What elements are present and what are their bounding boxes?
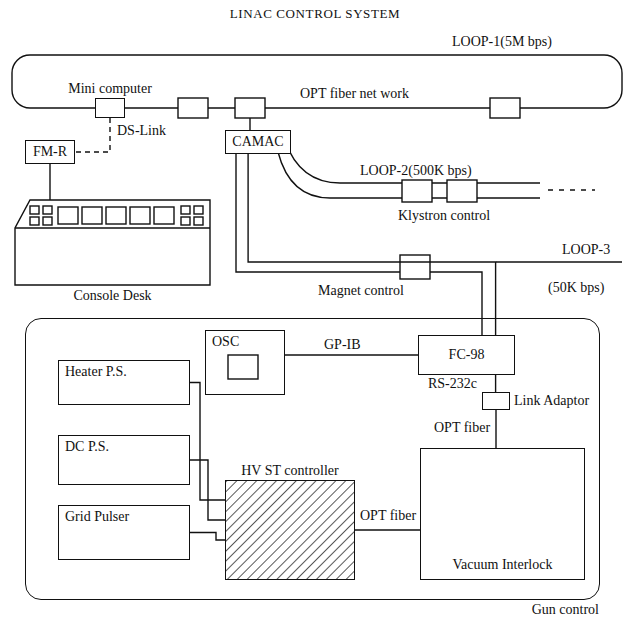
- connector: [285, 354, 418, 355]
- node-label: Grid Pulser: [65, 509, 129, 525]
- gun-control-region: Gun controlOSCFC-98Link AdaptorVacuum In…: [25, 318, 600, 600]
- loop-2-line: [285, 141, 540, 183]
- connector: [49, 164, 50, 200]
- console-button: [43, 206, 52, 214]
- annotation: LOOP-3: [562, 242, 610, 258]
- annotation: Klystron control: [398, 208, 490, 224]
- loop-node-box: [490, 98, 520, 118]
- console-button: [181, 206, 190, 214]
- console-button: [43, 217, 52, 225]
- connector-label: OPT fiber: [432, 420, 492, 436]
- connector: [190, 460, 225, 520]
- node-label: OSC: [212, 334, 239, 350]
- loop-3-line: [481, 318, 482, 335]
- power-supply-box: Heater P.S.: [58, 360, 190, 405]
- node-label: Gun control: [532, 602, 599, 618]
- connector-label: OPT fiber: [358, 508, 418, 524]
- fmr-box: FM-R: [25, 140, 75, 164]
- connector: [495, 410, 496, 448]
- link-adaptor-box: Link Adaptor: [482, 392, 510, 410]
- console-screen: [154, 207, 174, 224]
- fc98-box: FC-98: [418, 335, 515, 375]
- camac-box: CAMAC: [225, 130, 291, 154]
- node-label: HV ST controller: [241, 463, 338, 479]
- node-label: Mini computer: [68, 81, 152, 97]
- console-button: [194, 217, 203, 225]
- console-screen: [130, 207, 150, 224]
- annotation: (50K bps): [548, 280, 604, 296]
- annotation: OPT fiber net work: [300, 86, 409, 102]
- computer-box: Mini computer: [95, 98, 125, 118]
- connector: [190, 533, 225, 541]
- connector-label: RS-232c: [426, 376, 479, 392]
- node-label: Console Desk: [73, 288, 151, 304]
- power-supply-box: DC P.S.: [58, 435, 190, 485]
- node-label: Link Adaptor: [514, 393, 589, 409]
- connector-label: GP-IB: [322, 337, 363, 353]
- console-screen: [58, 207, 78, 224]
- console-button: [194, 206, 203, 214]
- diagram-title: LINAC CONTROL SYSTEM: [0, 6, 630, 22]
- node-label: DC P.S.: [65, 439, 109, 455]
- connector: [355, 529, 420, 530]
- console-button: [181, 217, 190, 225]
- klystron-box: [447, 180, 477, 202]
- hv-controller-box: HV ST controller: [225, 480, 355, 580]
- console-desk: Console Desk: [15, 200, 210, 285]
- annotation: LOOP-2(500K bps): [360, 163, 472, 179]
- console-desk-edge: [15, 227, 210, 228]
- connector-label: DS-Link: [115, 123, 168, 139]
- console-button: [30, 206, 39, 214]
- pulser-box: Grid Pulser: [58, 505, 190, 560]
- loop-3-line: [496, 261, 622, 262]
- node-label: Heater P.S.: [65, 364, 127, 380]
- node-label: Vacuum Interlock: [453, 557, 553, 573]
- node-label: FC-98: [449, 347, 485, 363]
- annotation: LOOP-1(5M bps): [452, 34, 552, 50]
- loop-node-box: [235, 98, 265, 118]
- hatching: [226, 481, 354, 579]
- connector: [248, 154, 496, 335]
- console-button: [30, 217, 39, 225]
- magnet-box: [400, 255, 430, 279]
- node-label: CAMAC: [232, 134, 283, 150]
- console-desk-outline: [15, 200, 210, 285]
- node-label: FM-R: [33, 144, 67, 160]
- loop-3-line: [236, 152, 482, 318]
- klystron-box: [402, 180, 432, 202]
- camac-link: [249, 118, 250, 130]
- connector: [75, 118, 110, 152]
- oscilloscope-box: OSC: [205, 330, 285, 395]
- loop-2-continuation: [548, 189, 595, 190]
- annotation: Magnet control: [318, 283, 404, 299]
- connector: [495, 375, 496, 392]
- loop-node-box: [178, 98, 208, 118]
- vacuum-interlock-box: Vacuum Interlock: [420, 448, 585, 580]
- console-screen: [82, 207, 102, 224]
- console-screen: [106, 207, 126, 224]
